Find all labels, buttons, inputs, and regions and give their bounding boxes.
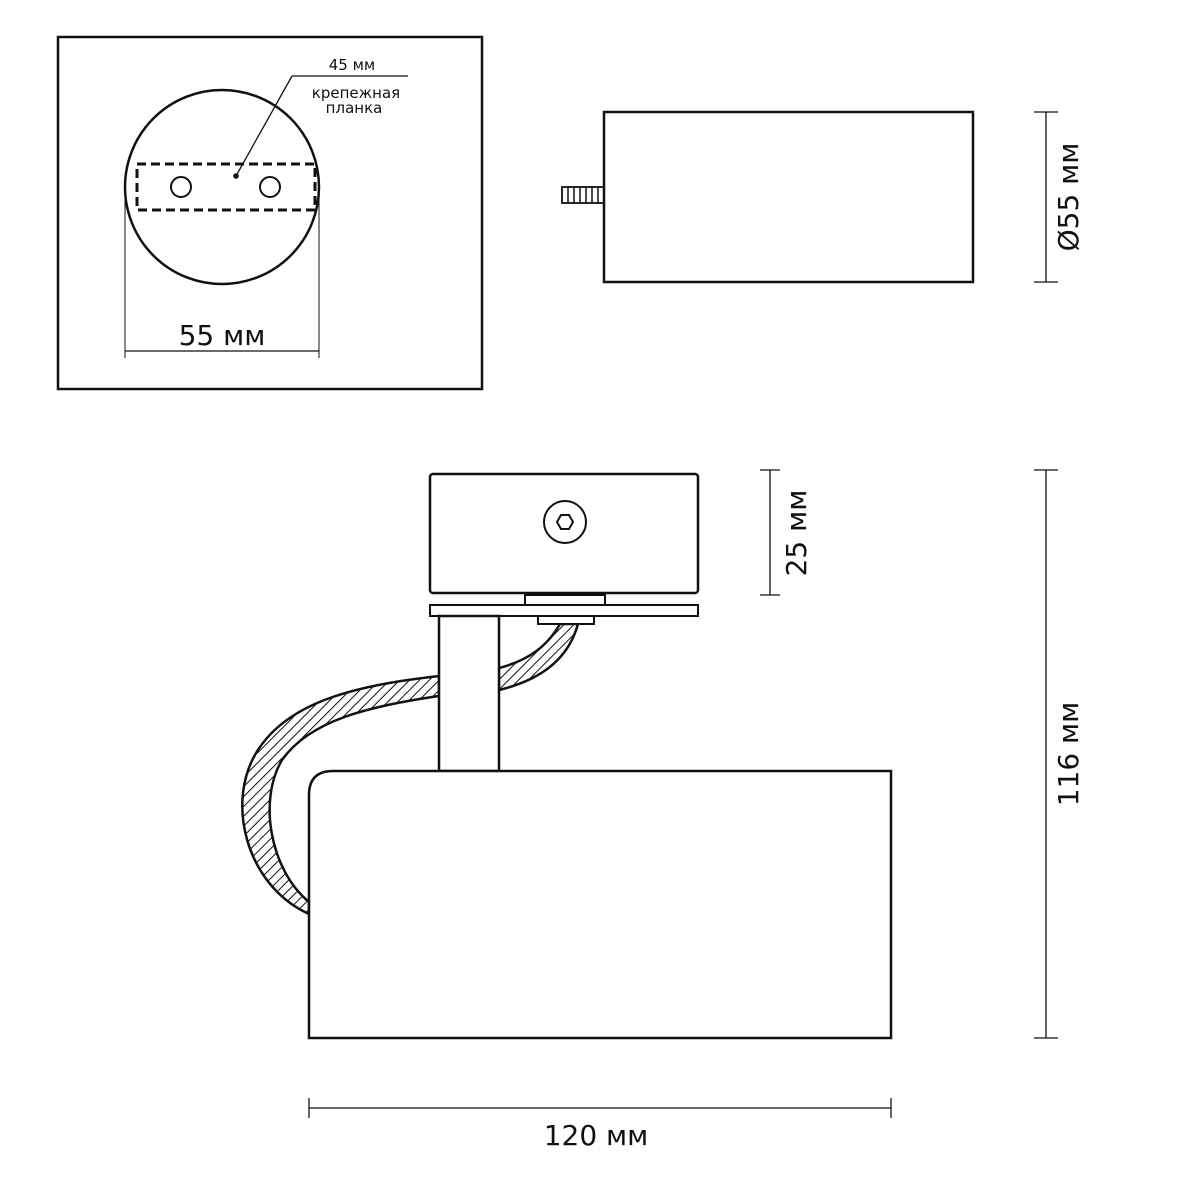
adapter-bottom <box>537 615 595 625</box>
base-view-panel <box>56 35 484 391</box>
base-width-label: 55 мм <box>179 319 266 352</box>
cable-upper <box>497 622 580 692</box>
total-length-label: 120 мм <box>544 1119 649 1152</box>
base-view-frame <box>56 35 484 391</box>
threaded-stud <box>561 186 605 204</box>
side-diameter-label: Ø55 мм <box>1052 143 1085 252</box>
plate-width-label: 45 мм <box>329 56 376 74</box>
side-view <box>561 110 1058 284</box>
front-view <box>241 469 1058 1118</box>
hex-socket-icon <box>555 514 575 530</box>
mounting-plate-hidden <box>135 162 317 212</box>
plate-name-label-1: крепежная <box>312 84 400 102</box>
adapter-top <box>524 594 606 606</box>
mount-height-label: 25 мм <box>780 490 813 577</box>
plate-leader-line <box>235 75 293 177</box>
side-body <box>602 110 975 284</box>
base-circle <box>123 88 321 286</box>
adapter-plate <box>429 604 699 617</box>
stem <box>437 614 501 773</box>
plate-hole-left <box>170 176 192 198</box>
plate-name-label-2: планка <box>326 99 383 117</box>
plate-hole-right <box>259 176 281 198</box>
lamp-body <box>307 769 893 1040</box>
total-height-label: 116 мм <box>1052 702 1085 807</box>
